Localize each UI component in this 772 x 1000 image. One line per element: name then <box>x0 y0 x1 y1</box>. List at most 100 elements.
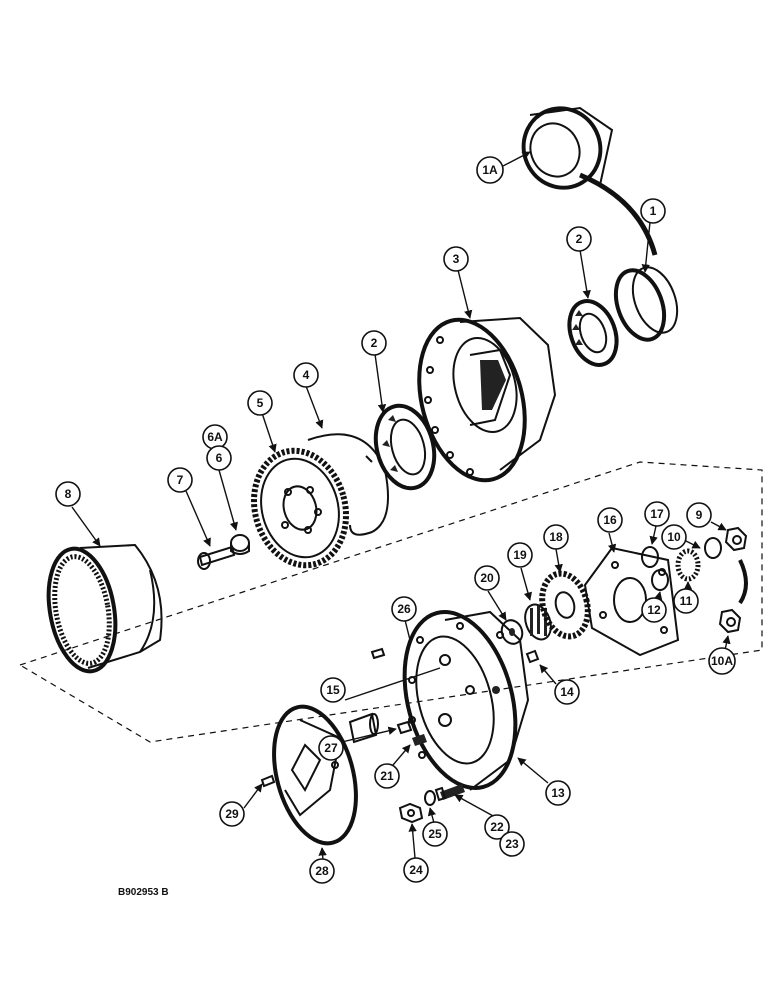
svg-text:3: 3 <box>453 252 460 266</box>
svg-text:4: 4 <box>303 368 310 382</box>
svg-text:13: 13 <box>551 786 565 800</box>
callout-2-upper: 2 <box>566 226 592 252</box>
svg-text:6: 6 <box>216 451 223 465</box>
svg-text:17: 17 <box>650 507 664 521</box>
callout-14: 14 <box>554 679 580 705</box>
part-bushing-10 <box>704 537 722 559</box>
svg-text:9: 9 <box>696 508 703 522</box>
callout-9: 9 <box>686 502 712 528</box>
callout-23: 23 <box>499 831 525 857</box>
callout-22: 22 <box>484 814 510 840</box>
svg-text:16: 16 <box>603 513 617 527</box>
part-bushing-6 <box>230 534 250 555</box>
svg-text:8: 8 <box>65 487 72 501</box>
part-snap-ring-4 <box>307 433 389 536</box>
callout-10: 10 <box>661 524 687 550</box>
part-small-gear-11 <box>675 548 701 582</box>
part-gear-5 <box>251 447 349 569</box>
callout-1a: 1A <box>476 156 504 184</box>
callout-26: 26 <box>391 596 417 622</box>
svg-text:7: 7 <box>177 473 184 487</box>
part-washer-25 <box>424 790 436 806</box>
callout-6a: 6A <box>202 424 228 450</box>
part-bolt-7 <box>197 545 236 570</box>
svg-text:10: 10 <box>667 530 681 544</box>
callout-28: 28 <box>309 858 335 884</box>
replacement-arrow <box>579 172 658 256</box>
part-nut-9 <box>724 526 748 552</box>
part-nut-24 <box>398 802 424 824</box>
svg-text:11: 11 <box>680 594 693 608</box>
part-cover-28 <box>272 704 358 846</box>
callout-10a: 10A <box>708 647 736 675</box>
callout-16: 16 <box>597 507 623 533</box>
svg-text:23: 23 <box>505 837 519 851</box>
svg-text:28: 28 <box>315 864 329 878</box>
part-plate-16 <box>583 546 680 657</box>
part-ring-gear-8 <box>46 543 163 674</box>
svg-text:1: 1 <box>650 204 657 218</box>
callout-11: 11 <box>673 588 699 614</box>
part-bearing-cup-1 <box>613 266 679 342</box>
svg-text:19: 19 <box>513 548 527 562</box>
callout-7: 7 <box>167 467 193 493</box>
svg-text:15: 15 <box>326 683 340 697</box>
callout-24: 24 <box>403 857 429 883</box>
part-pin-15 <box>348 712 379 744</box>
callout-17: 17 <box>644 501 670 527</box>
svg-text:25: 25 <box>428 827 442 841</box>
part-thrust-washer-20 <box>500 619 524 645</box>
svg-text:21: 21 <box>380 769 394 783</box>
svg-text:2: 2 <box>371 336 378 350</box>
svg-text:22: 22 <box>490 820 504 834</box>
callout-5: 5 <box>247 390 273 416</box>
svg-text:26: 26 <box>397 602 411 616</box>
svg-text:1A: 1A <box>482 163 498 177</box>
callout-13: 13 <box>545 780 571 806</box>
replacement-arrow-9 <box>738 559 748 605</box>
svg-text:2: 2 <box>576 232 583 246</box>
svg-text:20: 20 <box>480 571 494 585</box>
part-stud-22 <box>434 784 465 802</box>
part-hub-3 <box>417 316 557 483</box>
part-bearing-cone-2-upper <box>567 299 619 367</box>
callout-6: 6 <box>206 445 232 471</box>
assembly-boundary-line <box>18 461 763 743</box>
part-ring-12 <box>651 569 669 591</box>
callout-15: 15 <box>320 677 346 703</box>
callout-4: 4 <box>293 362 319 388</box>
callout-2-lower: 2 <box>361 330 387 356</box>
part-carrier-13 <box>402 610 530 791</box>
part-plug-14 <box>525 649 540 664</box>
part-screw-29 <box>260 774 276 788</box>
part-bearing-2-lower <box>373 403 437 491</box>
callout-18: 18 <box>543 524 569 550</box>
part-seal-1a <box>521 106 614 190</box>
part-planet-gear-18 <box>539 570 591 640</box>
part-dowel-26 <box>370 647 386 660</box>
part-stud-21 <box>412 734 427 746</box>
part-nut-10a <box>718 608 742 634</box>
part-washer-17 <box>641 546 659 568</box>
svg-text:14: 14 <box>560 685 574 699</box>
callout-27: 27 <box>318 735 344 761</box>
svg-text:10A: 10A <box>711 654 733 668</box>
callout-21: 21 <box>374 763 400 789</box>
callout-8: 8 <box>55 481 81 507</box>
callout-29: 29 <box>219 801 245 827</box>
leader-lines <box>71 151 731 861</box>
svg-text:27: 27 <box>324 741 338 755</box>
callout-25: 25 <box>422 821 448 847</box>
callout-19: 19 <box>507 542 533 568</box>
svg-text:24: 24 <box>409 863 423 877</box>
svg-text:5: 5 <box>257 396 264 410</box>
svg-text:12: 12 <box>647 603 661 617</box>
callout-1: 1 <box>640 198 666 224</box>
svg-text:18: 18 <box>549 530 563 544</box>
callout-20: 20 <box>474 565 500 591</box>
svg-text:29: 29 <box>225 807 239 821</box>
svg-text:6A: 6A <box>207 430 223 444</box>
figure-id-label: B902953 B <box>118 887 169 898</box>
part-setscrew-27 <box>396 720 413 735</box>
